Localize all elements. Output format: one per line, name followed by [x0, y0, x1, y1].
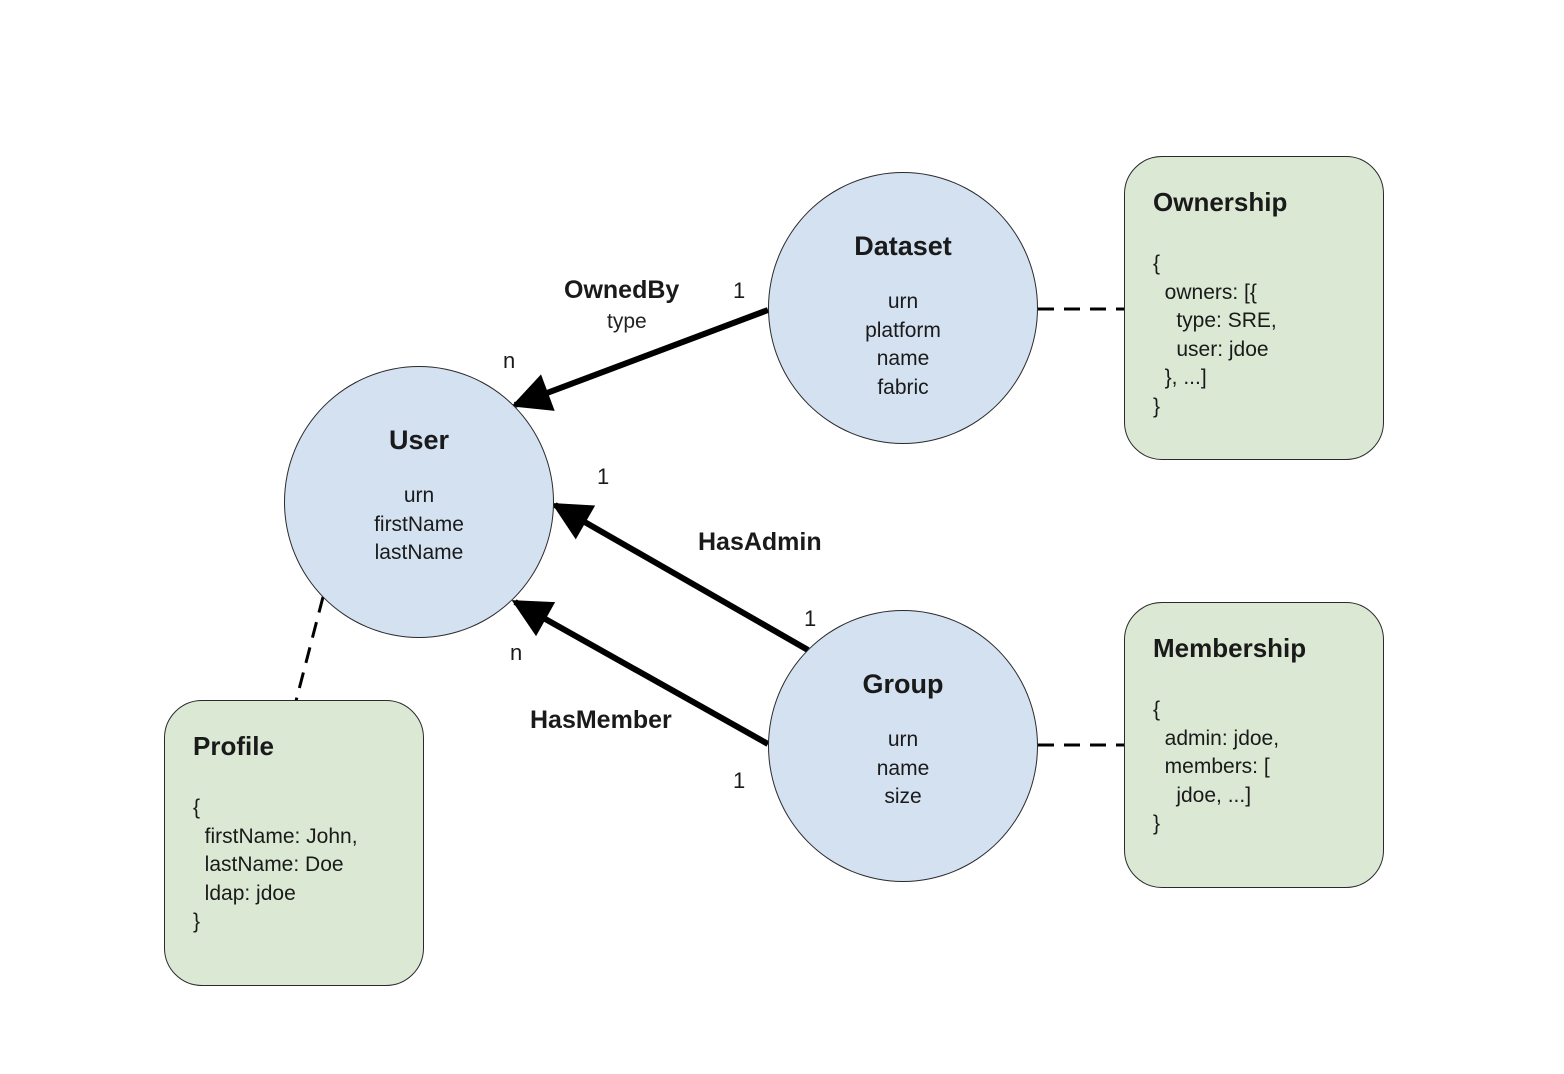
ownership-title: Ownership: [1153, 187, 1288, 217]
ownership-aspect: Ownership { owners: [{ type: SRE, user: …: [1124, 156, 1384, 460]
has-admin-arrow: [551, 502, 810, 653]
group-title: Group: [862, 669, 944, 699]
group-field: name: [876, 756, 930, 780]
user-fields: urn firstName lastName: [285, 482, 553, 568]
dataset-field: urn: [887, 290, 919, 313]
ownership-body: { owners: [{ type: SRE, user: jdoe }, ..…: [1153, 252, 1277, 418]
has-member-arrow: [511, 599, 770, 747]
membership-aspect: Membership { admin: jdoe, members: [ jdo…: [1124, 602, 1384, 888]
has-member-target-cardinality: n: [510, 640, 523, 665]
owned-by-arrow: [511, 307, 770, 411]
user-entity: User urn firstName lastName: [284, 366, 554, 638]
has-admin-source-cardinality: 1: [804, 606, 817, 631]
group-field: urn: [887, 728, 919, 751]
dataset-field: name: [876, 347, 930, 370]
owned-by-label: OwnedBy: [564, 276, 680, 304]
owned-by-source-cardinality: 1: [733, 278, 746, 303]
owned-by-sublabel: type: [607, 310, 647, 333]
user-title: User: [388, 425, 450, 455]
membership-body: { admin: jdoe, members: [ jdoe, ...] }: [1153, 698, 1280, 835]
dataset-entity: Dataset urn platform name fabric: [768, 172, 1038, 444]
owned-by-target-cardinality: n: [503, 348, 516, 373]
group-entity: Group urn name size: [768, 610, 1038, 882]
user-profile-connector: [294, 596, 325, 702]
membership-title: Membership: [1153, 633, 1307, 663]
dataset-fields: urn platform name fabric: [769, 288, 1037, 402]
user-field: urn: [403, 484, 435, 507]
user-field: lastName: [374, 541, 464, 564]
profile-title: Profile: [193, 731, 274, 761]
profile-aspect: Profile { firstName: John, lastName: Doe…: [164, 700, 424, 986]
has-admin-target-cardinality: 1: [597, 464, 610, 489]
profile-body: { firstName: John, lastName: Doe ldap: j…: [193, 796, 358, 933]
has-member-label: HasMember: [530, 706, 672, 734]
has-member-source-cardinality: 1: [733, 768, 746, 793]
group-fields: urn name size: [769, 726, 1037, 812]
dataset-field: fabric: [877, 375, 929, 399]
dataset-title: Dataset: [854, 231, 952, 261]
dataset-field: platform: [865, 318, 941, 342]
group-field: size: [884, 785, 922, 808]
has-admin-label: HasAdmin: [698, 528, 822, 556]
user-field: firstName: [374, 512, 464, 536]
